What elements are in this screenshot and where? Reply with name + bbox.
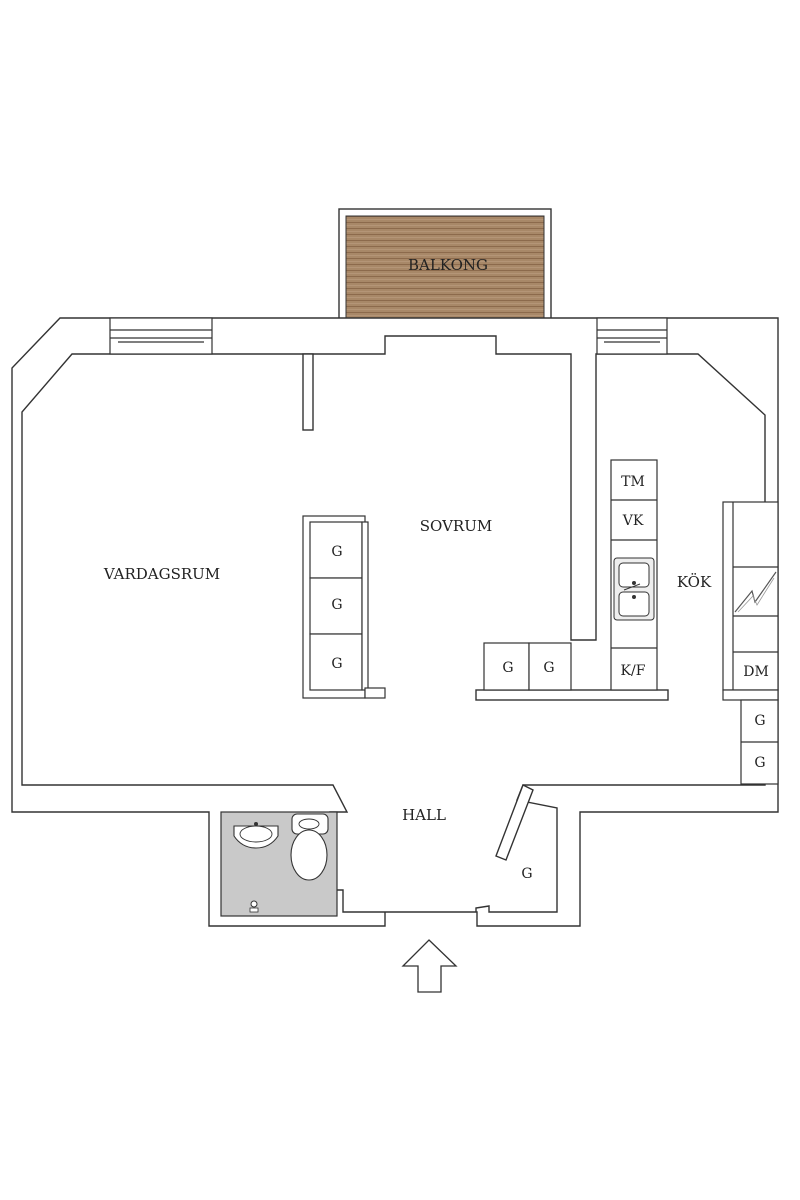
freezer-label: TM (621, 474, 645, 490)
kitchen-right-counter: DM G G (722, 501, 779, 785)
partition-wall (302, 353, 314, 431)
kitchen-label: KÖK (677, 573, 712, 591)
bedroom-label: SOVRUM (420, 517, 492, 535)
wardrobe-label-1: G (331, 544, 342, 560)
wardrobe-label-3: G (331, 656, 342, 672)
hall-closet: G (495, 784, 534, 882)
wardrobe-label-5: G (543, 660, 554, 676)
window-left (109, 317, 213, 355)
balcony-label: BALKONG (408, 256, 488, 274)
wardrobe-label-7: G (754, 755, 765, 771)
hall-label: HALL (402, 806, 446, 824)
kitchen-counter: TM VK K/F (610, 459, 658, 691)
wardrobe-label-2: G (331, 597, 342, 613)
washer-label: VK (622, 513, 644, 529)
window-right (596, 317, 668, 355)
wardrobe-label-8: G (521, 866, 532, 882)
stove-icon (734, 571, 777, 613)
wardrobe-label-4: G (502, 660, 513, 676)
double-sink-icon (613, 557, 655, 621)
dishwasher-label: DM (743, 664, 769, 680)
wardrobe-label-6: G (754, 713, 765, 729)
floor-drain-icon (249, 900, 259, 913)
outer-walls (11, 317, 779, 927)
up-arrow-icon (401, 939, 458, 993)
wardrobe-pair-bedroom: G G (475, 642, 669, 701)
fridge-freezer-label: K/F (621, 663, 646, 679)
living-room-label: VARDAGSRUM (103, 565, 220, 583)
sink-icon (233, 822, 279, 849)
toilet-icon (290, 813, 329, 881)
wardrobe-column-center: G G G (302, 515, 386, 699)
bathroom (220, 811, 338, 917)
balcony: BALKONG (338, 208, 552, 321)
